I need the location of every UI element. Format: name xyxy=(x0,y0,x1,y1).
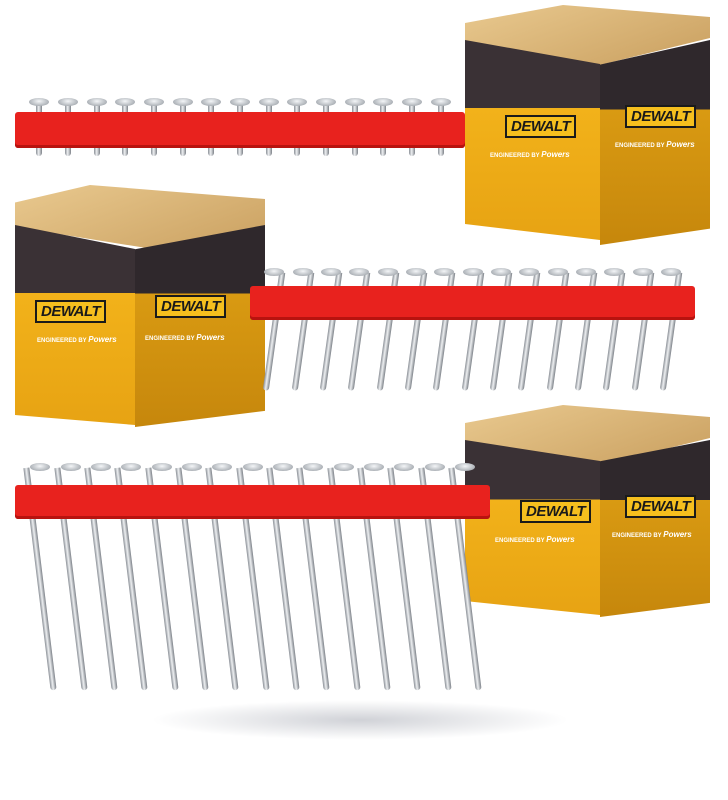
nail-head xyxy=(60,463,81,471)
nail-head xyxy=(287,98,308,106)
nail-head xyxy=(424,463,445,471)
nail-head xyxy=(90,463,111,471)
nail-head xyxy=(344,98,365,106)
plastic-collation-band xyxy=(15,485,490,519)
nail-head xyxy=(575,268,596,276)
dewalt-logo: DEWALT xyxy=(35,300,107,323)
nail-head xyxy=(201,98,222,106)
nail-head xyxy=(632,268,653,276)
nail-head xyxy=(303,463,324,471)
nail-head xyxy=(264,268,285,276)
tagline: ENGINEERED BY Powers xyxy=(615,140,695,149)
nail-head xyxy=(490,268,511,276)
nail-head xyxy=(151,463,172,471)
product-box-3: DEWALT ENGINEERED BY Powers DEWALT ENGIN… xyxy=(465,405,710,617)
box-side: DEWALT ENGINEERED BY Powers xyxy=(600,40,710,245)
product-box-2: DEWALT ENGINEERED BY Powers DEWALT ENGIN… xyxy=(15,185,265,427)
tagline: ENGINEERED BY Powers xyxy=(490,150,570,159)
nail-head xyxy=(115,98,136,106)
nail-head xyxy=(363,463,384,471)
nail-strip-medium xyxy=(250,268,695,393)
tagline: ENGINEERED BY Powers xyxy=(145,333,225,342)
plastic-collation-band xyxy=(250,286,695,320)
nail-head xyxy=(377,268,398,276)
nail-head xyxy=(333,463,354,471)
nail-head xyxy=(230,98,250,106)
box-side: DEWALT ENGINEERED BY Powers xyxy=(135,225,265,427)
box-front: DEWALT ENGINEERED BY Powers xyxy=(15,225,135,425)
dewalt-logo: DEWALT xyxy=(625,495,697,518)
plastic-collation-band xyxy=(15,112,465,148)
nail-head xyxy=(394,463,415,471)
nail-head xyxy=(320,268,341,276)
nail-head xyxy=(172,98,193,106)
tagline: ENGINEERED BY Powers xyxy=(37,335,117,344)
nail-head xyxy=(519,268,540,276)
nail-strip-short xyxy=(15,98,465,158)
nail-head xyxy=(405,268,426,276)
nail-head xyxy=(212,463,233,471)
nail-head xyxy=(547,268,568,276)
nail-head xyxy=(373,98,394,106)
nail-head xyxy=(29,98,50,106)
nail-head xyxy=(181,463,202,471)
nail-head xyxy=(349,268,370,276)
nail-head xyxy=(121,463,142,471)
dewalt-logo: DEWALT xyxy=(505,115,577,138)
dewalt-logo: DEWALT xyxy=(625,105,697,128)
floor-shadow xyxy=(150,700,570,740)
nail-head xyxy=(454,463,475,471)
nail-head xyxy=(462,268,483,276)
nail-head xyxy=(430,98,451,106)
nail-head xyxy=(144,98,164,106)
box-side: DEWALT ENGINEERED BY Powers xyxy=(600,440,710,617)
box-front: DEWALT ENGINEERED BY Powers xyxy=(465,440,600,615)
nail-strip-long xyxy=(15,463,490,693)
nail-head xyxy=(434,268,455,276)
nail-head xyxy=(86,98,107,106)
box-front: DEWALT ENGINEERED BY Powers xyxy=(465,40,600,240)
nail-head xyxy=(272,463,293,471)
nail-head xyxy=(402,98,422,106)
tagline: ENGINEERED BY Powers xyxy=(495,535,575,544)
product-box-1: DEWALT ENGINEERED BY Powers DEWALT ENGIN… xyxy=(465,5,710,245)
nail-head xyxy=(316,98,336,106)
nail-head xyxy=(242,463,263,471)
dewalt-logo: DEWALT xyxy=(520,500,592,523)
nail-head xyxy=(292,268,313,276)
nail-head xyxy=(258,98,279,106)
tagline: ENGINEERED BY Powers xyxy=(612,530,692,539)
dewalt-logo: DEWALT xyxy=(155,295,227,318)
nail-head xyxy=(604,268,625,276)
nail-head xyxy=(58,98,78,106)
nail-head xyxy=(660,268,681,276)
nail-head xyxy=(30,463,51,471)
